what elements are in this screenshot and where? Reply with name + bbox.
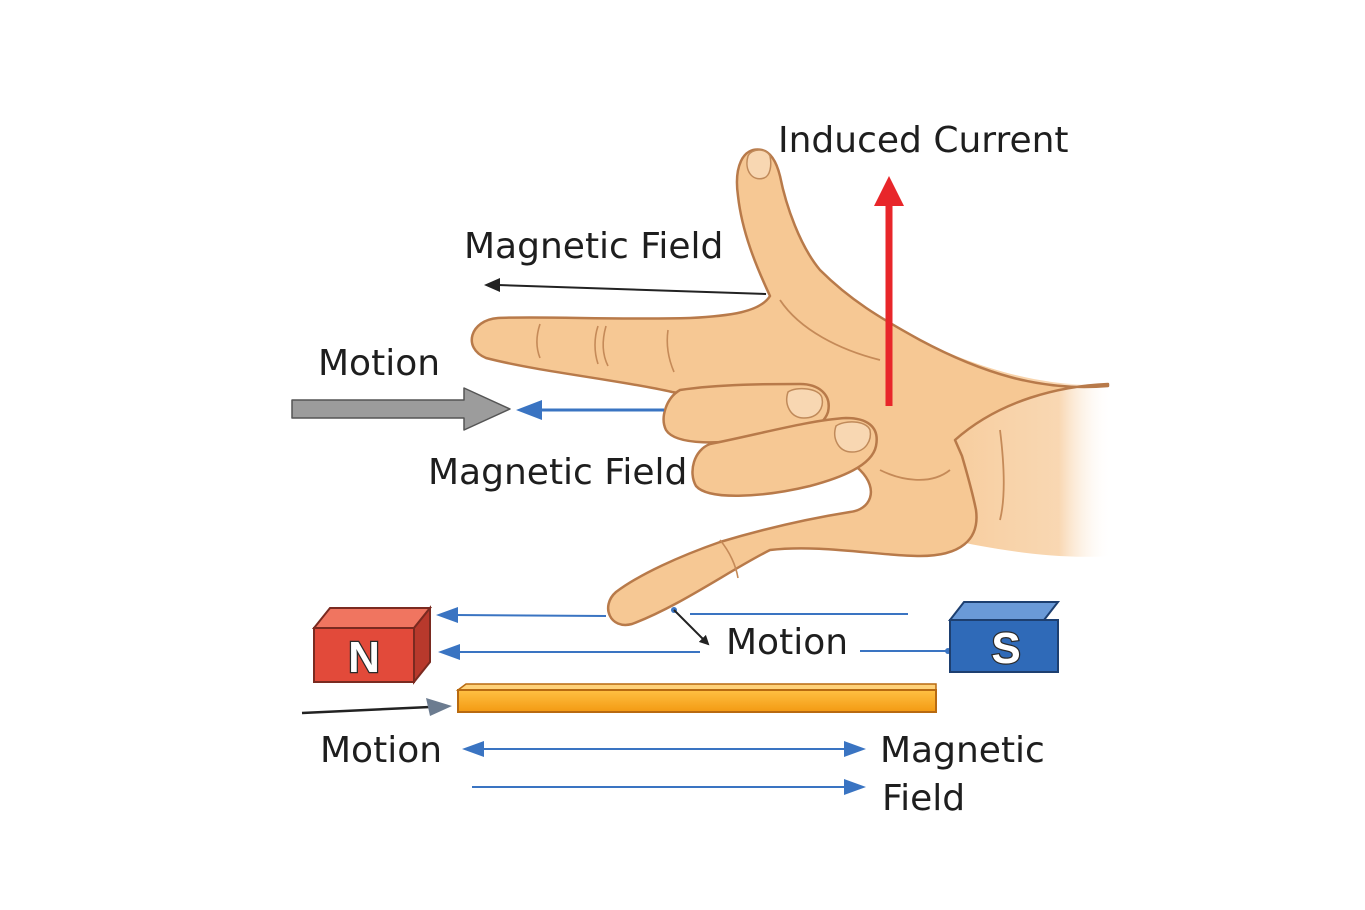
motion-arrow-gray [291, 387, 511, 431]
motion-arrow-conductor [301, 698, 452, 716]
magnet-field-line-top [436, 607, 908, 623]
curled-finger-lower [691, 416, 878, 497]
motion-label-middle: Motion [726, 622, 848, 663]
hand-illustration [470, 148, 1112, 627]
magnetic-field-label-top: Magnetic Field [464, 226, 723, 267]
motion-label-left: Motion [318, 343, 440, 384]
magnetic-field-arrow-middle [516, 400, 664, 420]
index-finger-creases [536, 323, 675, 373]
motion-label-bottom: Motion [320, 730, 442, 771]
middle-finger-crease [719, 539, 739, 579]
south-pole-label: S [991, 624, 1020, 673]
motion-arrow-small [671, 607, 710, 646]
magnet-field-line-bottom [438, 644, 951, 660]
thumb-nail [746, 149, 772, 180]
conductor-bar [455, 683, 937, 713]
magnetic-field-arrow-bottom [472, 779, 866, 795]
palm-creases [779, 299, 1005, 521]
magnetic-field-arrow-top [484, 278, 767, 295]
induced-current-arrow [874, 176, 904, 406]
south-magnet: S [947, 601, 1061, 674]
north-pole-label: N [348, 633, 380, 682]
magnetic-field-double-arrow [462, 741, 866, 757]
curled-finger-upper-nail [786, 387, 824, 419]
magnetic-field-label-bottom-line1: Magnetic [880, 730, 1045, 771]
induced-current-label: Induced Current [778, 120, 1069, 161]
magnetic-field-label-bottom-line2: Field [882, 778, 965, 819]
magnetic-field-label-middle: Magnetic Field [428, 452, 687, 493]
north-magnet: N [311, 605, 433, 685]
curled-finger-lower-nail [834, 421, 872, 453]
